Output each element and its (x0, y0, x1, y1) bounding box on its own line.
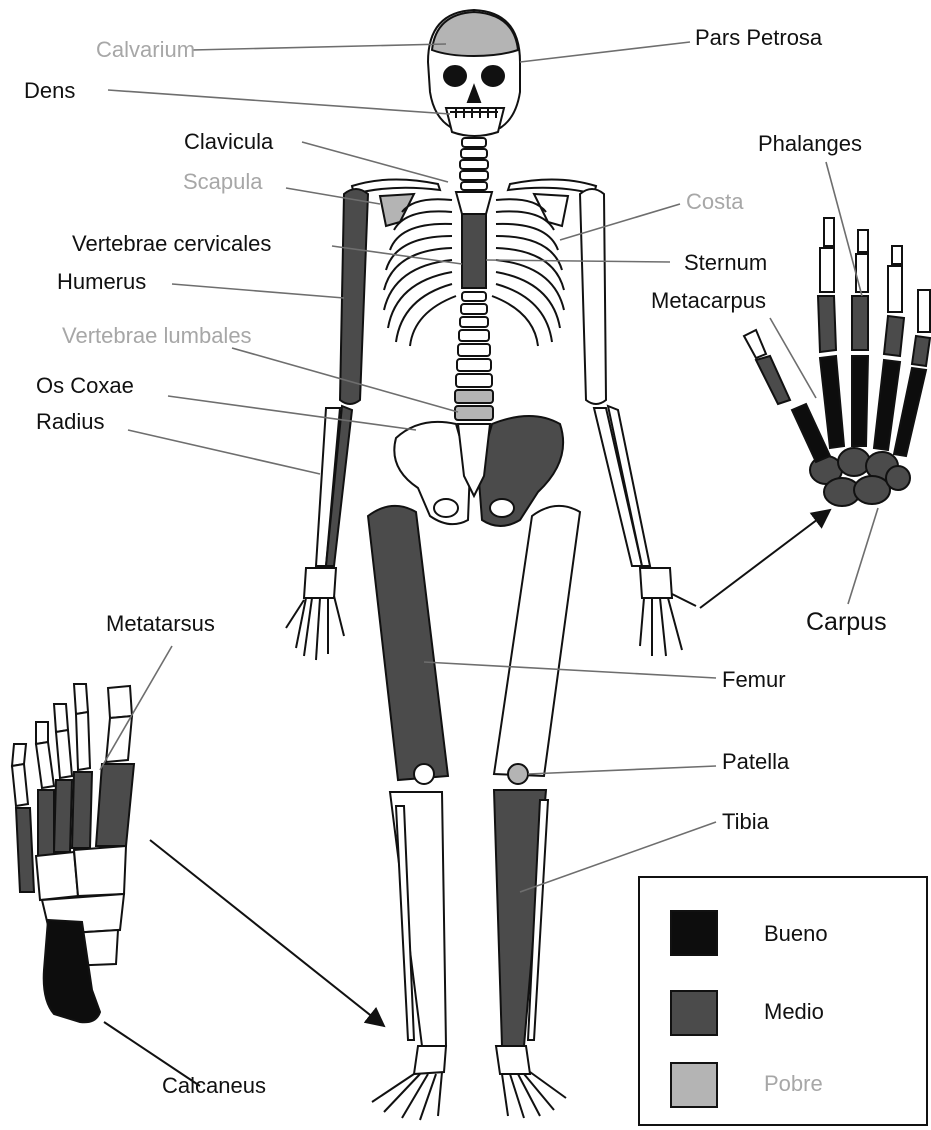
foot-right (496, 1046, 566, 1118)
eye-socket-left (444, 66, 466, 86)
label-costa: Costa (686, 190, 743, 214)
arm-right (580, 189, 696, 656)
leader-clavicula (302, 142, 448, 182)
detail-foot (12, 684, 134, 1022)
label-clavicula: Clavicula (184, 130, 273, 154)
arrow-hand-to-detail (700, 510, 830, 608)
leader-calvarium (192, 44, 446, 50)
femur-right (494, 506, 580, 776)
label-metacarpus: Metacarpus (651, 289, 766, 313)
label-humerus: Humerus (57, 270, 146, 294)
sternum (456, 192, 492, 288)
legend-label-medium: Medio (764, 1000, 824, 1024)
metacarpus-detail (792, 356, 926, 462)
label-tibia: Tibia (722, 810, 769, 834)
patella-right (508, 764, 528, 784)
femur-left (368, 506, 448, 780)
label-pars-petrosa: Pars Petrosa (695, 26, 822, 50)
leader-patella (528, 766, 716, 774)
obturator-right (490, 499, 514, 517)
patella-left (414, 764, 434, 784)
scapula-right (534, 194, 568, 226)
skull (428, 10, 520, 136)
legend-label-poor: Pobre (764, 1072, 823, 1096)
label-sternum: Sternum (684, 251, 767, 275)
label-vertebrae-cervicales: Vertebrae cervicales (72, 232, 271, 256)
foot-left (372, 1046, 446, 1120)
hand-left (286, 568, 344, 660)
hand-right (640, 568, 696, 656)
detail-hand (744, 218, 930, 506)
scapula-left (380, 194, 414, 226)
label-carpus: Carpus (806, 608, 887, 636)
label-femur: Femur (722, 668, 786, 692)
leg-left (368, 506, 448, 1120)
legend-swatch-medium (670, 990, 718, 1036)
legend: Bueno Medio Pobre (638, 876, 928, 1126)
humerus-right (580, 189, 606, 404)
leader-femur (424, 662, 716, 678)
label-phalanges: Phalanges (758, 132, 862, 156)
label-patella: Patella (722, 750, 789, 774)
legend-label-good: Bueno (764, 922, 828, 946)
leg-right (494, 506, 580, 1118)
leader-carpus (848, 508, 878, 604)
pelvis (394, 416, 563, 526)
arm-left (286, 189, 368, 660)
obturator-left (434, 499, 458, 517)
phalanges-proximal-detail (756, 296, 930, 404)
leader-sternum (486, 260, 670, 262)
eye-socket-right (482, 66, 504, 86)
leader-humerus (172, 284, 344, 298)
label-vertebrae-lumbales: Vertebrae lumbales (62, 324, 252, 348)
vertebrae-lumbales (455, 292, 493, 420)
label-calcaneus: Calcaneus (162, 1074, 266, 1098)
label-calvarium: Calvarium (96, 38, 195, 62)
label-metatarsus: Metatarsus (106, 612, 215, 636)
legend-swatch-good (670, 910, 718, 956)
label-radius: Radius (36, 410, 104, 434)
label-dens: Dens (24, 79, 75, 103)
leader-pars-petrosa (520, 42, 690, 62)
humerus-left (340, 189, 368, 404)
label-scapula: Scapula (183, 170, 263, 194)
arrow-foot-to-detail (150, 840, 384, 1026)
leader-os-coxae (168, 396, 416, 430)
legend-swatch-poor (670, 1062, 718, 1108)
leader-costa (560, 204, 680, 240)
leader-dens (108, 90, 450, 114)
label-os-coxae: Os Coxae (36, 374, 134, 398)
vertebrae-cervicales (460, 138, 488, 190)
leader-radius (128, 430, 320, 474)
